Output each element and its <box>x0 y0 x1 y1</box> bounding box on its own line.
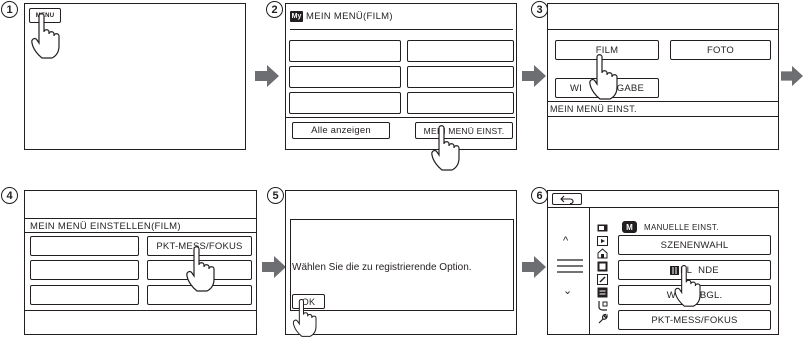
step-1-screen <box>24 3 246 150</box>
metering-focus-button[interactable]: PKT-MESS/FOKUS <box>618 310 771 330</box>
show-all-button[interactable]: Alle anzeigen <box>292 122 390 139</box>
option-slot-1[interactable] <box>30 236 139 256</box>
scene-selection-button[interactable]: SZENENWAHL <box>618 235 771 255</box>
scroll-column-divider <box>589 207 590 334</box>
message-box <box>290 219 514 311</box>
step-number-4: 4 <box>1 187 18 204</box>
image-settings-icon[interactable] <box>597 261 608 272</box>
return-arrow-icon <box>560 195 574 204</box>
playback-label-right: GABE <box>616 82 644 94</box>
pointing-hand-icon <box>431 125 460 171</box>
step-4-title-line <box>25 232 256 233</box>
playback-label-left: WI <box>570 82 583 94</box>
scroll-down-button[interactable]: ⌄ <box>563 285 573 297</box>
white-balance-label-right: BGL. <box>699 289 723 301</box>
media-settings-icon[interactable] <box>597 287 608 298</box>
step-3-footer-line <box>548 116 778 117</box>
menu-slot-2[interactable] <box>407 40 514 62</box>
step-5-message: Wählen Sie die zu registrierende Option. <box>292 262 472 273</box>
fader-icon <box>670 265 680 275</box>
menu-slot-4[interactable] <box>407 66 514 88</box>
pointing-hand-icon <box>186 246 215 292</box>
scroll-bar-lines-icon[interactable] <box>557 258 583 274</box>
step-4-title: MEIN MENÜ EINSTELLEN(FILM) <box>30 221 181 232</box>
pointing-hand-icon <box>292 298 317 337</box>
step-6-header-line <box>548 207 778 208</box>
option-slot-5[interactable] <box>30 285 139 305</box>
film-button[interactable]: FILM <box>555 40 659 60</box>
scroll-up-button[interactable]: ^ <box>563 235 569 247</box>
pointing-hand-icon <box>674 265 701 307</box>
right-arrow-icon <box>522 256 546 278</box>
step-2-header-line <box>290 29 513 30</box>
menu-button[interactable]: MENU <box>29 8 61 23</box>
manual-settings-title: MANUELLE EINST. <box>644 223 719 232</box>
foto-button[interactable]: FOTO <box>670 40 771 60</box>
step-number-6: 6 <box>531 187 548 204</box>
step-number-2: 2 <box>266 1 283 18</box>
back-button[interactable] <box>552 193 582 205</box>
manual-settings-badge: M <box>622 221 637 233</box>
wrench-icon[interactable] <box>597 313 608 324</box>
playback-icon[interactable] <box>597 235 608 246</box>
step-number-5: 5 <box>267 187 284 204</box>
pointing-hand-icon <box>589 54 618 100</box>
my-menu-badge: My <box>290 11 303 22</box>
step-2-footer-line <box>286 117 515 119</box>
white-balance-label-left: W <box>666 289 676 301</box>
menu-slot-1[interactable] <box>289 40 401 62</box>
step-4-footer-line <box>25 310 256 311</box>
menu-slot-3[interactable] <box>289 66 401 88</box>
home-icon[interactable] <box>597 248 608 259</box>
menu-slot-5[interactable] <box>289 92 401 114</box>
step-3-screen <box>547 3 779 150</box>
film-camera-icon[interactable] <box>597 222 608 233</box>
right-arrow-icon <box>781 65 803 87</box>
step-3-divider <box>548 101 778 102</box>
option-slot-3[interactable] <box>30 260 139 280</box>
step-3-header-line <box>548 29 778 30</box>
step-number-3: 3 <box>531 1 548 18</box>
right-arrow-icon <box>522 65 546 87</box>
right-arrow-icon <box>255 65 279 87</box>
menu-slot-6[interactable] <box>407 92 514 114</box>
fader-label-tail: NDE <box>698 264 719 276</box>
step-3-footer-label: MEIN MENÜ EINST. <box>550 104 637 114</box>
pointing-hand-icon <box>31 13 60 59</box>
connection-icon[interactable] <box>597 300 608 311</box>
right-arrow-icon <box>262 256 286 278</box>
step-4-header-line <box>25 218 256 219</box>
edit-icon[interactable] <box>597 274 608 285</box>
my-menu-title: MEIN MENÜ(FILM) <box>306 11 393 22</box>
step-number-1: 1 <box>1 1 18 18</box>
